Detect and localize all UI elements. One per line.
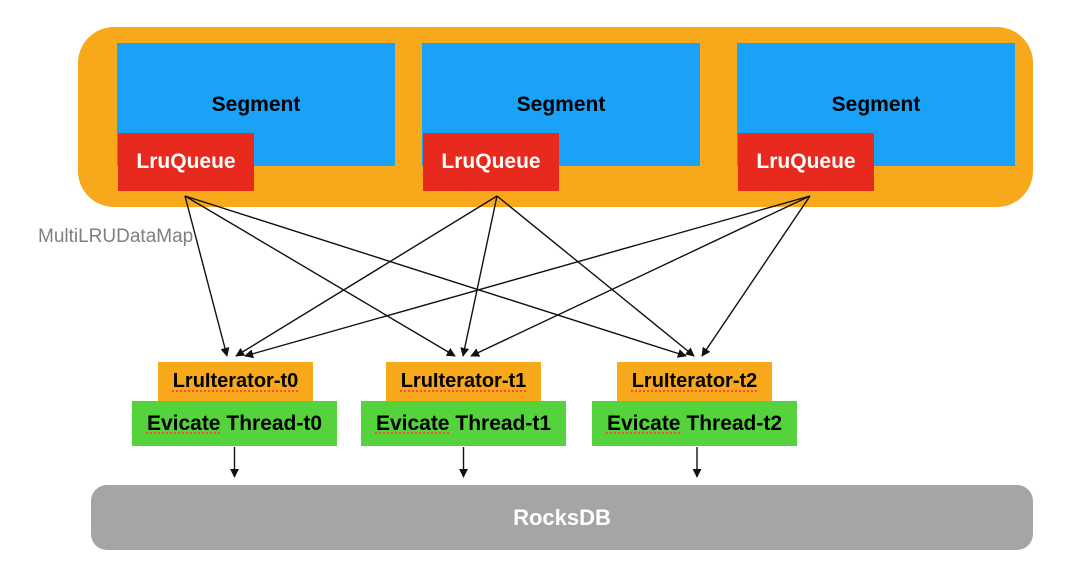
lru-queue-label: LruQueue [136, 150, 236, 173]
thread-word: Thread-t1 [455, 411, 552, 435]
rocksdb-bar: RocksDB [91, 485, 1033, 550]
evicate-thread-box-t1: Evicate Thread-t1 [361, 401, 566, 446]
evicate-thread-box-t0: Evicate Thread-t0 [132, 401, 337, 446]
lru-iterator-label: LruIterator-t0 [172, 370, 299, 392]
arrow-q2-it1 [460, 195, 498, 357]
arrow-q3-it1 [470, 195, 811, 357]
arrow-q2-it2 [496, 195, 695, 357]
segment-label: Segment [211, 92, 301, 116]
arrow-q1-it1 [184, 195, 456, 357]
lru-iterator-box-t0: LruIterator-t0 [158, 362, 313, 401]
lru-iterator-box-t2: LruIterator-t2 [617, 362, 772, 401]
multilru-datamap-label: MultiLRUDataMap [38, 226, 194, 247]
arrow-q3-it0 [244, 195, 811, 359]
evicate-word: Evicate [606, 411, 681, 435]
lru-queue-box-2: LruQueue [423, 133, 559, 191]
rocksdb-label: RocksDB [513, 504, 611, 530]
arrow-q3-it2 [701, 195, 811, 357]
thread-word: Thread-t0 [226, 411, 323, 435]
lru-iterator-label: LruIterator-t2 [631, 370, 758, 392]
lru-queue-box-1: LruQueue [118, 133, 254, 191]
lru-queue-label: LruQueue [756, 150, 856, 173]
arrow-q1-it0 [184, 195, 230, 357]
evicate-word: Evicate [146, 411, 221, 435]
arrow-q1-it2 [184, 195, 687, 358]
arrow-q2-it0 [235, 195, 498, 357]
lru-iterator-label: LruIterator-t1 [400, 370, 527, 392]
evicate-word: Evicate [375, 411, 450, 435]
thread-word: Thread-t2 [686, 411, 783, 435]
lru-queue-label: LruQueue [441, 150, 541, 173]
lru-iterator-box-t1: LruIterator-t1 [386, 362, 541, 401]
segment-label: Segment [516, 92, 606, 116]
lru-queue-box-3: LruQueue [738, 133, 874, 191]
evicate-thread-box-t2: Evicate Thread-t2 [592, 401, 797, 446]
segment-label: Segment [831, 92, 921, 116]
